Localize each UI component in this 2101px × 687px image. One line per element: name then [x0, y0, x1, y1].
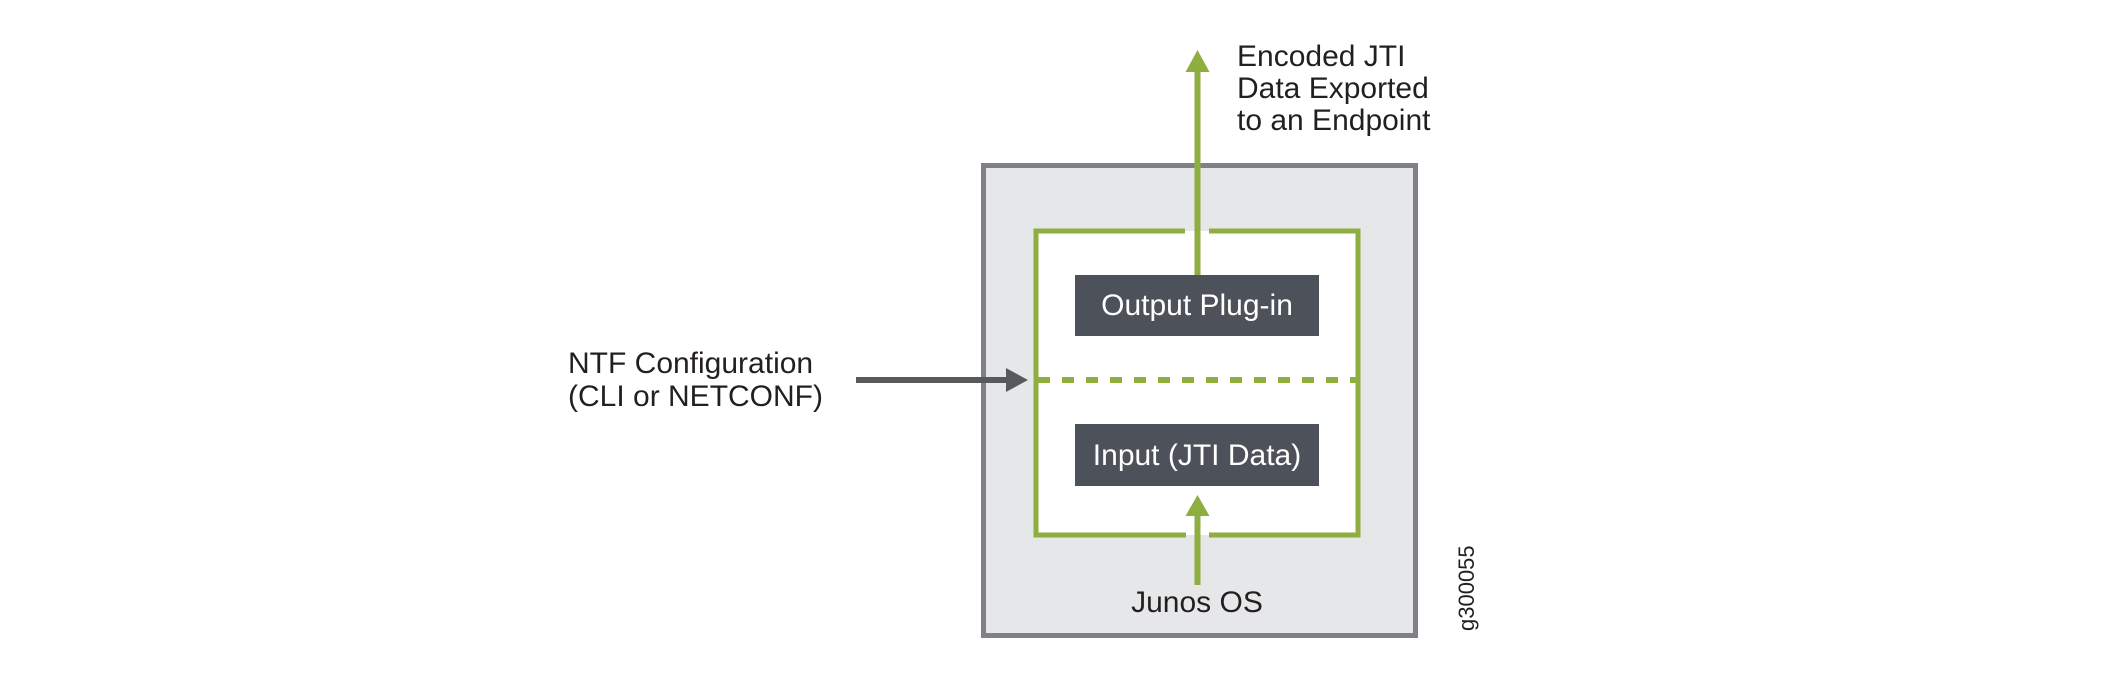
export-label-line-2: Data Exported	[1237, 72, 1429, 105]
config-arrow-head-icon	[1006, 368, 1028, 392]
input-jti-data-label: Input (JTI Data)	[1093, 439, 1301, 472]
export-label-line-1: Encoded JTI	[1237, 40, 1405, 73]
export-label-line-3: to an Endpoint	[1237, 104, 1431, 137]
junos-input-arrow-head-icon	[1185, 495, 1210, 516]
output-plugin-module: Output Plug-in	[1075, 275, 1319, 336]
input-jti-data-module: Input (JTI Data)	[1075, 424, 1319, 486]
output-plugin-label: Output Plug-in	[1101, 289, 1293, 322]
export-arrow-head-icon	[1185, 50, 1210, 72]
config-label-line-2: (CLI or NETCONF)	[568, 380, 823, 413]
config-label: NTF Configuration (CLI or NETCONF)	[568, 347, 823, 413]
junos-os-label: Junos OS	[1131, 586, 1263, 619]
config-label-line-1: NTF Configuration	[568, 347, 813, 380]
ntf-inner-box-border	[1033, 228, 1361, 538]
figure-id-label: g300055	[1454, 545, 1479, 631]
export-label: Encoded JTI Data Exported to an Endpoint	[1237, 40, 1431, 137]
